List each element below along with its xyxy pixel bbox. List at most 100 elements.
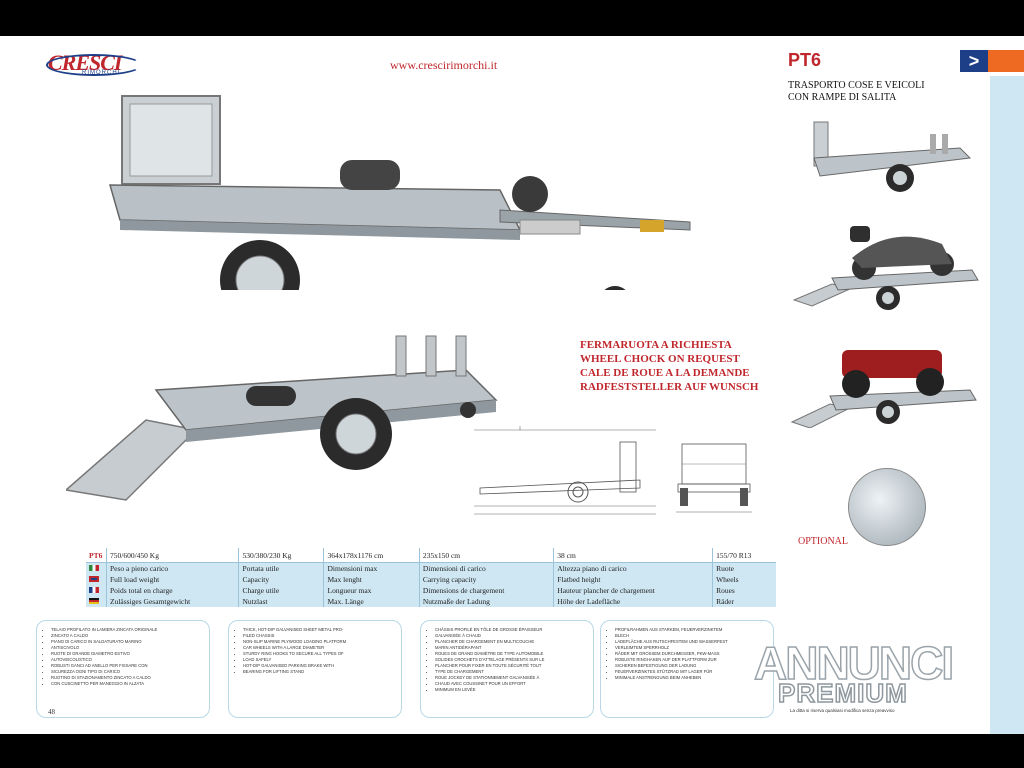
spec-cell: Peso a pieno carico — [105, 562, 239, 574]
feature-item: RÄDER MIT GROSSEM DURCHMESSER, PKW-MASS — [615, 651, 767, 657]
feature-item: THICK, HOT-DIP GALVANISED SHEET METAL PR… — [243, 627, 395, 633]
brand-sub: RIMORCHI — [82, 70, 121, 76]
feature-item: HOT-DIP GALVANISED PARKING BRAKE WITH — [243, 663, 395, 669]
feature-item: TYPE DE CHARGEMENT — [435, 669, 587, 675]
spec-head-load-dims: 235x150 cm — [418, 548, 554, 563]
spec-head-length: 364x178x1176 cm — [323, 548, 420, 563]
technical-drawing-side — [474, 426, 656, 515]
feature-item: BLECH — [615, 633, 767, 639]
feature-item: MINIMUM EN LEVÉE — [435, 687, 587, 693]
spec-cell: Carrying capacity — [418, 574, 554, 585]
spec-table: PT6 750/600/450 Kg 530/380/230 Kg 364x17… — [86, 548, 776, 607]
optional-accessory-image — [848, 468, 926, 546]
feature-item: ANTISCIVOLO — [51, 645, 203, 651]
spec-head-wheels: 155/70 R13 — [712, 548, 776, 563]
feature-item: RUOTINO DI STAZIONAMENTO ZINCATO A CALDO — [51, 675, 203, 681]
technical-drawing-rear — [676, 443, 752, 513]
feature-item: AUTOVEICOLISTICO — [51, 657, 203, 663]
spec-cell: Wheels — [712, 574, 776, 585]
spec-cell: Dimensioni max — [323, 562, 420, 574]
model-subtitle: TRASPORTO COSE E VEICOLI CON RAMPE DI SA… — [788, 80, 948, 104]
feature-boxes: TELAIO PROFILATO IN LAMIERA ZINCATA ORIG… — [36, 620, 776, 720]
subtitle-line-2: CON RAMPE DI SALITA — [788, 92, 897, 103]
note-de: RADFESTSTELLER AUF WUNSCH — [580, 381, 759, 393]
spec-head-height: 38 cm — [553, 548, 713, 563]
sidebar-stripe — [990, 76, 1024, 734]
feature-item: ROBUSTE RINGHAKEN AUF DER PLATTFORM ZUR — [615, 657, 767, 663]
feature-list: PROFILRAHMEN AUS STARKEM, FEUERVERZINKTE… — [609, 627, 767, 681]
feature-box-en: THICK, HOT-DIP GALVANISED SHEET METAL PR… — [228, 620, 402, 718]
brochure-page: CRESCI RIMORCHI www.crescirimorchi.it PT… — [0, 36, 1024, 734]
spec-cell: Capacity — [238, 574, 324, 585]
feature-item: NON-SLIP MARINE PLYWOOD LOADING PLATFORM — [243, 639, 395, 645]
spec-head-model: PT6 — [86, 548, 107, 563]
feature-item: BEARING FOR LIFTING STAND — [243, 669, 395, 675]
feature-item: PIANO DI CARICO IN SALDATURATO MARINO — [51, 639, 203, 645]
spec-cell: Dimensions de chargement — [418, 585, 554, 596]
subtitle-line-1: TRASPORTO COSE E VEICOLI — [788, 80, 925, 91]
feature-item: PLANCHER DE CHARGEMENT EN MULTICOUCHE — [435, 639, 587, 645]
spec-cell: Nutzmaße der Ladung — [418, 596, 554, 607]
watermark-premium: PREMIUM — [777, 677, 908, 709]
feature-box-fr: CHÂSSIS PROFILÉ EN TÔLE DE GROSSE ÉPAISS… — [420, 620, 594, 718]
watermark-annunci: ANNUNCI — [753, 636, 955, 690]
feature-item: ROUE JOCKEY DE STATIONNEMENT GALVANISÉE … — [435, 675, 587, 681]
spec-cell: Max. Länge — [323, 596, 420, 607]
spec-head-row: PT6 750/600/450 Kg 530/380/230 Kg 364x17… — [86, 548, 776, 563]
thumb-trailer-quad — [790, 350, 977, 428]
spec-cell: Charge utile — [238, 585, 324, 596]
trailer-image-main — [109, 95, 691, 290]
feature-item: CHÂSSIS PROFILÉ EN TÔLE DE GROSSE ÉPAISS… — [435, 627, 587, 633]
feature-item: FILED CHASSIS — [243, 633, 395, 639]
spec-cell: Poids total en charge — [105, 585, 239, 596]
logo-swoosh — [46, 54, 142, 76]
note-it: FERMARUOTA A RICHIESTA — [580, 339, 732, 351]
thumb-trailer-scooter — [792, 226, 979, 310]
feature-item: STURDY RING HOOKS TO SECURE ALL TYPES OF — [243, 651, 395, 657]
chevron-right-icon: > — [960, 50, 988, 72]
website-url[interactable]: www.crescirimorchi.it — [390, 58, 498, 72]
model-title: PT6 — [788, 50, 822, 70]
next-arrow[interactable]: > — [960, 50, 1024, 72]
spec-row-en: Full load weight Capacity Max lenght Car… — [86, 574, 776, 585]
flag-uk-icon — [86, 574, 107, 585]
spec-cell: Max lenght — [323, 574, 420, 585]
spec-cell: Roues — [712, 585, 776, 596]
feature-item: MINIMALE ANSTRENGUNG BEIM ANHEBEN — [615, 675, 767, 681]
feature-item: CHAUD AVEC COUSSINET POUR UN EFFORT — [435, 681, 587, 687]
spec-row-it: Peso a pieno carico Portata utile Dimens… — [86, 562, 776, 574]
spec-cell: Nutzlast — [238, 596, 324, 607]
feature-item: CON CUSCINETTO PER MANEGGIO IN ALZATA — [51, 681, 203, 687]
feature-box-it: TELAIO PROFILATO IN LAMIERA ZINCATA ORIG… — [36, 620, 210, 718]
spec-cell: Flatbed height — [553, 574, 713, 585]
feature-item: TELAIO PROFILATO IN LAMIERA ZINCATA ORIG… — [51, 627, 203, 633]
optional-label: OPTIONAL — [798, 536, 848, 547]
disclaimer-caption: La ditta si riserva qualsiasi modifica s… — [790, 708, 895, 713]
spec-head-weight: 750/600/450 Kg — [105, 548, 239, 563]
spec-row-de: Zulässiges Gesamtgewicht Nutzlast Max. L… — [86, 596, 776, 607]
page-number: 48 — [48, 708, 55, 716]
spec-cell: Ruote — [712, 562, 776, 574]
feature-item: MARIN ANTIDÉRAPANT — [435, 645, 587, 651]
feature-list: CHÂSSIS PROFILÉ EN TÔLE DE GROSSE ÉPAISS… — [429, 627, 587, 693]
feature-item: LOAD SAFELY — [243, 657, 395, 663]
feature-box-de: PROFILRAHMEN AUS STARKEM, FEUERVERZINKTE… — [600, 620, 774, 718]
feature-item: GALVANISÉE À CHAUD — [435, 633, 587, 639]
note-fr: CALE DE ROUE A LA DEMANDE — [580, 367, 750, 379]
feature-item: PROFILRAHMEN AUS STARKEM, FEUERVERZINKTE… — [615, 627, 767, 633]
feature-item: SOLIDES CROCHETS D'ATTELAGE PRÉSENTS SUR… — [435, 657, 587, 663]
spec-cell: Full load weight — [105, 574, 239, 585]
feature-item: SICUREZZA OGNI TIPO DI CARICO — [51, 669, 203, 675]
feature-item: ROBUSTI GANCI AD ANELLO PER FISSARE CON — [51, 663, 203, 669]
spec-row-fr: Poids total en charge Charge utile Longu… — [86, 585, 776, 596]
spec-cell: Höhe der Ladefläche — [553, 596, 713, 607]
spec-cell: Portata utile — [238, 562, 324, 574]
feature-item: ROUES DE GRAND DIAMÈTRE DE TYPE AUTOMOBI… — [435, 651, 587, 657]
flag-fr-icon — [86, 585, 107, 596]
spec-cell: Räder — [712, 596, 776, 607]
brand-logo: CRESCI RIMORCHI — [46, 50, 142, 76]
trailer-image-ramp — [66, 335, 498, 501]
feature-list: THICK, HOT-DIP GALVANISED SHEET METAL PR… — [237, 627, 395, 675]
spec-cell: Longueur max — [323, 585, 420, 596]
thumb-trailer — [813, 121, 972, 192]
